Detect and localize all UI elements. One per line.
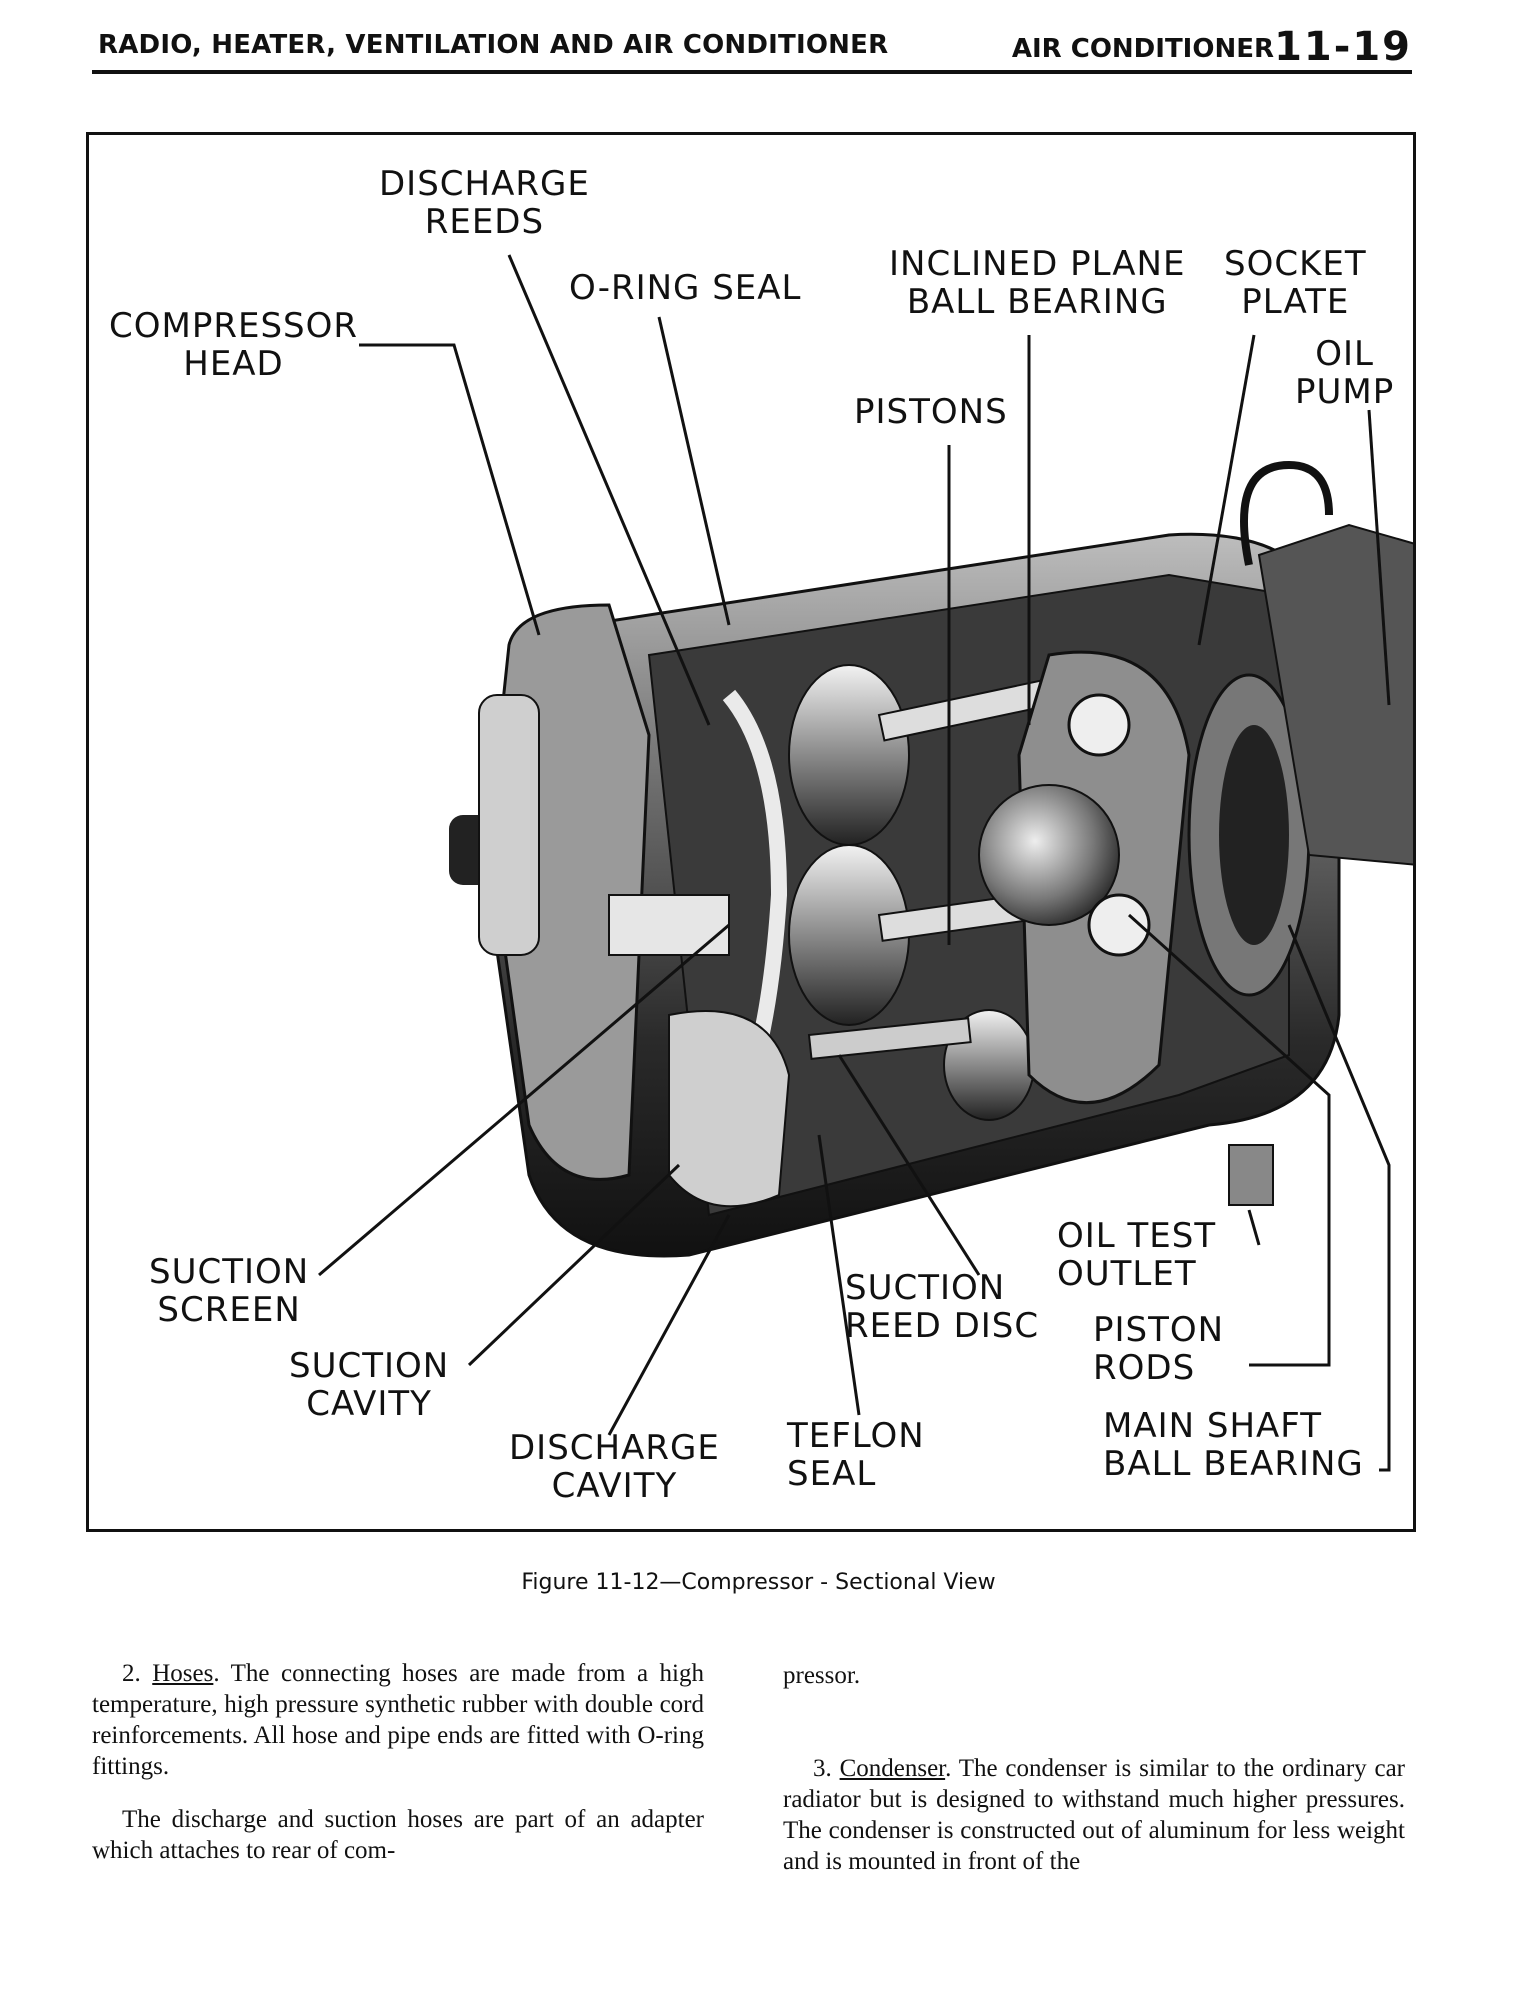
figure-caption: Figure 11-12—Compressor - Sectional View: [521, 1570, 996, 1595]
leader-teflon-seal: [817, 1134, 861, 1416]
callout-piston-rods: PISTON RODS: [1093, 1310, 1225, 1388]
discharge-cavity-body: [668, 1010, 791, 1208]
leader-suction-reed-disc: [837, 1054, 981, 1276]
callout-teflon-seal: TEFLON SEAL: [787, 1416, 925, 1494]
page-number: 11-19: [1274, 24, 1412, 70]
callout-discharge-reeds: DISCHARGE REEDS: [379, 164, 590, 242]
paragraph-hoses: 2. Hoses. The connecting hoses are made …: [92, 1660, 704, 1780]
piston-rod-bottom: [807, 1017, 972, 1060]
callout-main-shaft-ball-bearing: MAIN SHAFT BALL BEARING: [1103, 1406, 1364, 1484]
leader-o-ring-seal: [657, 316, 731, 626]
compressor-figure: DISCHARGE REEDS O-RING SEAL INCLINED PLA…: [86, 132, 1416, 1532]
oil-test-outlet-fitting: [1228, 1144, 1274, 1206]
leader-oil-test-outlet: [1247, 1209, 1261, 1246]
header-rule: [92, 70, 1412, 74]
paragraph-condenser: 3. Condenser. The condenser is similar t…: [783, 1755, 1405, 1875]
left-column: 2. Hoses. The connecting hoses are made …: [92, 1658, 704, 1866]
main-bearing-inner: [1219, 725, 1289, 945]
compressor-illustration: [318, 254, 1413, 1472]
callout-suction-reed-disc: SUCTION REED DISC: [845, 1268, 1040, 1346]
leader-discharge-cavity: [607, 1214, 731, 1436]
oil-pump: [1257, 523, 1413, 866]
callout-socket-plate: SOCKET PLATE: [1224, 244, 1367, 322]
callout-oil-pump: OIL PUMP: [1295, 334, 1395, 412]
leader-compressor-head: [359, 343, 541, 636]
oil-pump-hose: [1240, 460, 1333, 566]
leader-lines: [318, 254, 1391, 1472]
right-column: pressor. 3. Condenser. The condenser is …: [783, 1660, 1405, 1877]
callout-pistons: PISTONS: [854, 392, 1008, 432]
socket-lower: [1087, 893, 1151, 957]
paragraph-continuation: pressor.: [783, 1662, 861, 1689]
front-plate: [478, 694, 540, 956]
heading-hoses: Hoses: [152, 1660, 214, 1687]
leader-socket-plate: [1197, 334, 1256, 646]
leader-suction-cavity: [467, 1163, 681, 1367]
leader-discharge-reeds: [507, 254, 711, 726]
leader-piston-rods: [1127, 913, 1331, 1367]
socket-upper: [1067, 693, 1131, 757]
page-header: RADIO, HEATER, VENTILATION AND AIR CONDI…: [92, 24, 1412, 74]
callout-compressor-head: COMPRESSOR HEAD: [109, 306, 358, 384]
callout-suction-screen: SUCTION SCREEN: [149, 1252, 310, 1330]
suction-screen-body: [608, 894, 730, 956]
section-title: RADIO, HEATER, VENTILATION AND AIR CONDI…: [98, 30, 889, 60]
leader-main-shaft: [1287, 924, 1391, 1472]
leader-suction-screen: [318, 923, 730, 1277]
callout-suction-cavity: SUCTION CAVITY: [289, 1346, 450, 1424]
leader-oil-pump: [1367, 409, 1391, 706]
paragraph-hoses-adapter: The discharge and suction hoses are part…: [92, 1806, 704, 1864]
callout-o-ring-seal: O-RING SEAL: [569, 268, 802, 308]
subsection-title: AIR CONDITIONER: [1011, 34, 1274, 64]
callout-discharge-cavity: DISCHARGE CAVITY: [509, 1428, 720, 1506]
callout-inclined-plane-ball-bearing: INCLINED PLANE BALL BEARING: [889, 244, 1186, 322]
callout-oil-test-outlet: OIL TEST OUTLET: [1057, 1216, 1217, 1294]
inclined-plane-hub: [978, 784, 1120, 926]
heading-condenser: Condenser: [839, 1755, 946, 1782]
piston-upper: [788, 664, 910, 846]
